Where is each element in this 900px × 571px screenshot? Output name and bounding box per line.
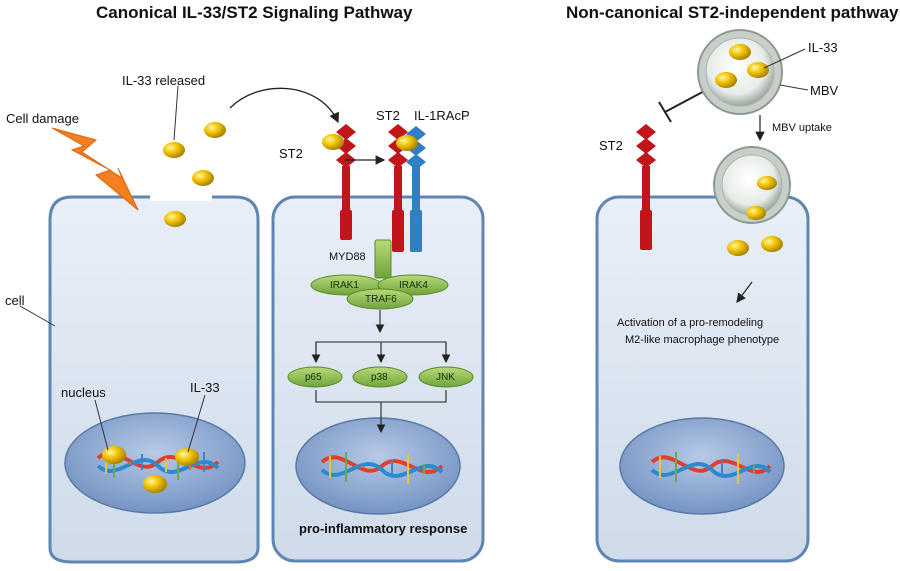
activation-line1: Activation of a pro-remodeling bbox=[617, 317, 764, 329]
cell-label: cell bbox=[5, 293, 25, 308]
cell-damage-label: Cell damage bbox=[6, 111, 79, 126]
jnk-node bbox=[418, 366, 474, 388]
noncanonical-title: Non-canonical ST2-independent pathway bbox=[566, 3, 899, 22]
il33-balls-right-cytoplasm bbox=[727, 236, 783, 256]
mbv-uptake-label: MBV uptake bbox=[772, 122, 832, 134]
release-arrow bbox=[229, 87, 339, 124]
activation-line2: M2-like macrophage phenotype bbox=[625, 334, 780, 346]
st2-right-label: ST2 bbox=[599, 138, 623, 153]
dna-helix-middle bbox=[320, 452, 444, 484]
pro-inflammatory-response-label: pro-inflammatory response bbox=[299, 521, 468, 536]
mbv-vesicle-top bbox=[697, 29, 783, 115]
p65-node bbox=[287, 366, 343, 388]
st2-complex-label: ST2 bbox=[376, 108, 400, 123]
traf6-label: TRAF6 bbox=[365, 294, 397, 305]
irak4-label: IRAK4 bbox=[399, 280, 428, 291]
il1racp-label: IL-1RAcP bbox=[414, 108, 470, 123]
st2-receptor-right bbox=[636, 124, 656, 250]
activation-arrow bbox=[736, 281, 753, 303]
st2-free-label: ST2 bbox=[279, 146, 303, 161]
il33-balls-left bbox=[102, 122, 226, 493]
left-leader-lines bbox=[19, 85, 206, 453]
il33-ball-bound-free bbox=[322, 134, 344, 150]
right-leader-lines bbox=[763, 48, 809, 91]
p38-node bbox=[352, 366, 408, 388]
signal-arrows bbox=[311, 310, 451, 434]
nucleus-label: nucleus bbox=[61, 385, 106, 400]
cell-damage-bolt-icon bbox=[51, 127, 139, 211]
il33-released-label: IL-33 released bbox=[122, 73, 206, 88]
il33-nucleus-label: IL-33 bbox=[190, 380, 220, 395]
myd88-node bbox=[374, 239, 392, 279]
p38-label: p38 bbox=[371, 372, 388, 383]
jnk-label: JNK bbox=[436, 372, 455, 383]
traf6-node bbox=[346, 288, 414, 310]
irak1-label: IRAK1 bbox=[330, 280, 359, 291]
st2-il1racp-complex bbox=[388, 124, 426, 252]
dna-helix-right bbox=[650, 452, 772, 484]
mbv-vesicle-lower bbox=[713, 146, 791, 224]
p65-label: p65 bbox=[305, 372, 322, 383]
mbv-label: MBV bbox=[810, 83, 839, 98]
myd88-label: MYD88 bbox=[329, 251, 366, 263]
canonical-title: Canonical IL-33/ST2 Signaling Pathway bbox=[96, 3, 413, 22]
il33-right-label: IL-33 bbox=[808, 40, 838, 55]
